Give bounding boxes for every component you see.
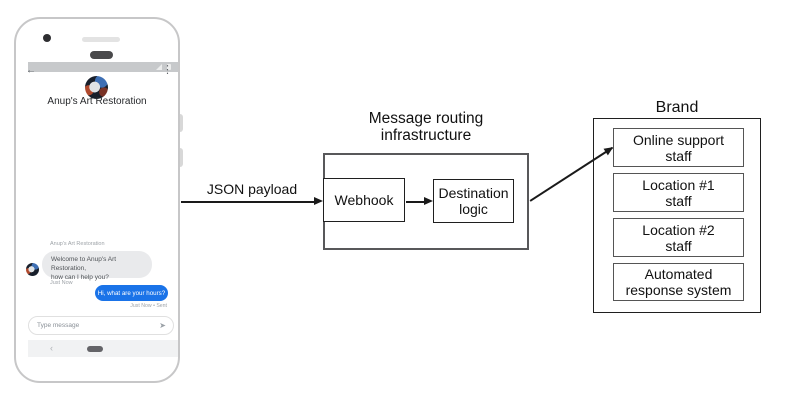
incoming-message-line2: how can I help you? xyxy=(51,274,109,281)
json-payload-label: JSON payload xyxy=(206,181,298,197)
brand-title: Brand xyxy=(655,99,699,116)
box-line1: Online support xyxy=(632,131,725,148)
outgoing-status: Just Now • Sent xyxy=(130,303,167,309)
online-support-staff-box: Online support staff xyxy=(613,128,744,167)
box-line2: staff xyxy=(665,237,692,254)
status-bar xyxy=(28,62,178,72)
location-2-staff-box: Location #2 staff xyxy=(613,218,744,257)
routing-title-line2: infrastructure xyxy=(380,127,472,144)
outgoing-message-bubble: Hi, what are your hours? xyxy=(95,285,168,301)
speaker-slot xyxy=(82,37,120,42)
battery-icon xyxy=(167,64,171,70)
power-button[interactable] xyxy=(177,148,183,167)
sender-label: Anup's Art Restoration xyxy=(50,241,105,247)
box-line2: staff xyxy=(665,192,692,209)
volume-button[interactable] xyxy=(177,114,183,132)
destination-logic-box: Destination logic xyxy=(433,179,514,223)
location-1-staff-box: Location #1 staff xyxy=(613,173,744,212)
message-composer[interactable]: ➤ xyxy=(28,316,174,335)
destination-line2: logic xyxy=(459,201,488,217)
send-icon[interactable]: ➤ xyxy=(159,320,166,330)
signal-icon xyxy=(156,64,162,70)
box-line2: staff xyxy=(665,147,692,164)
automated-response-system-box: Automated response system xyxy=(613,263,744,301)
incoming-timestamp: Just Now xyxy=(50,280,73,286)
phone-mockup: ← ⋮ Anup's Art Restoration Anup's Art Re… xyxy=(14,17,180,383)
webhook-box: Webhook xyxy=(323,178,405,222)
incoming-message-line1: Welcome to Anup's Art Restoration, xyxy=(51,256,117,272)
overflow-menu-icon[interactable]: ⋮ xyxy=(162,64,173,76)
routing-title-line1: Message routing xyxy=(368,110,484,127)
routing-title: Message routing infrastructure xyxy=(318,110,534,144)
box-line2: response system xyxy=(625,282,732,298)
nav-back-icon[interactable]: ‹ xyxy=(50,343,53,353)
box-line1: Location #2 xyxy=(642,221,715,238)
box-line1: Location #1 xyxy=(642,176,715,193)
arrow-webhook-to-destination xyxy=(406,201,425,203)
business-avatar xyxy=(85,76,108,99)
front-camera-icon xyxy=(43,34,51,42)
arrowhead-icon xyxy=(314,197,323,206)
message-avatar xyxy=(26,263,39,276)
earpiece xyxy=(90,51,113,59)
chat-title: Anup's Art Restoration xyxy=(47,96,147,107)
nav-home-icon[interactable] xyxy=(87,345,103,352)
destination-line1: Destination xyxy=(438,185,509,201)
arrowhead-icon xyxy=(424,197,433,206)
back-arrow-icon[interactable]: ← xyxy=(26,65,36,76)
brand-container-box xyxy=(593,118,761,313)
navigation-bar: ‹ xyxy=(28,340,178,357)
incoming-message-bubble: Welcome to Anup's Art Restoration, how c… xyxy=(42,251,152,281)
message-input[interactable] xyxy=(37,319,147,332)
arrow-phone-to-routing xyxy=(181,201,315,203)
box-line1: Automated xyxy=(644,266,713,282)
